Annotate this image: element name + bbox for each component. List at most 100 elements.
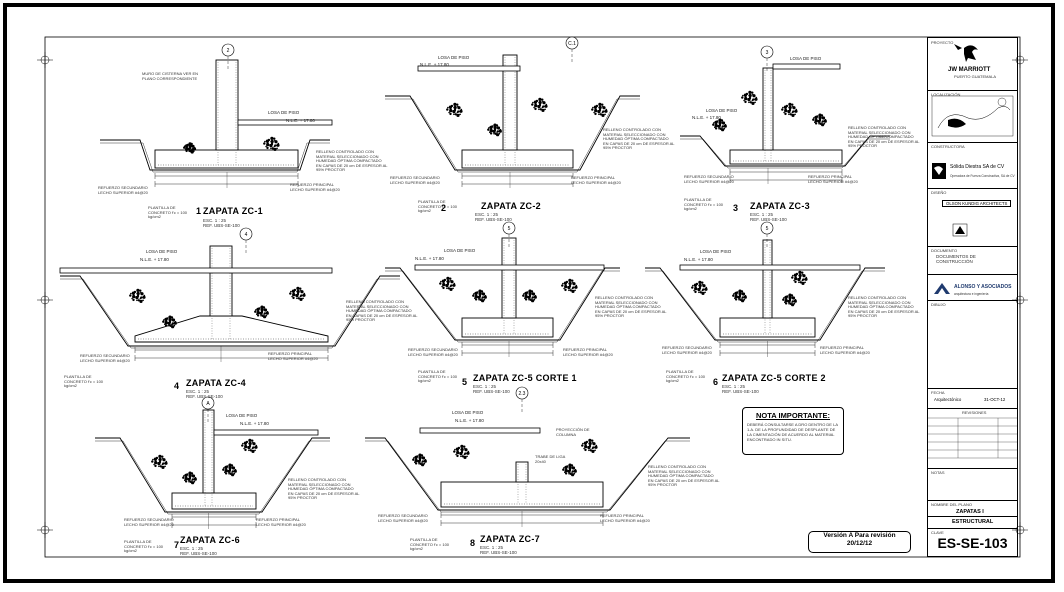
- gravel-mark: [538, 101, 540, 104]
- gravel-mark: [446, 280, 448, 283]
- gravel-mark: [289, 292, 292, 295]
- excavation-line-inner: [60, 278, 400, 349]
- gravel-mark: [494, 132, 497, 135]
- gravel-mark: [718, 127, 720, 130]
- grid-marker-label: 2: [227, 48, 230, 54]
- gravel-mark: [446, 276, 450, 280]
- gravel-mark: [489, 132, 493, 135]
- gravel-mark: [804, 281, 806, 284]
- gravel-mark: [187, 147, 191, 151]
- grid-marker-label: A: [206, 401, 210, 407]
- gravel-mark: [136, 292, 138, 295]
- gravel-mark: [537, 105, 541, 109]
- tb-row-label: CONSTRUCTORA: [931, 144, 965, 149]
- gravel-mark: [300, 294, 303, 297]
- losa-label: LOSA DE PISO: [146, 249, 178, 254]
- gravel-mark: [493, 132, 495, 135]
- gravel-mark: [784, 299, 788, 303]
- gravel-mark: [738, 298, 740, 301]
- gravel-mark: [457, 105, 459, 108]
- gravel-mark: [571, 466, 574, 469]
- gravel-mark: [224, 469, 228, 473]
- gravel-mark: [541, 98, 544, 101]
- ref-pri-note: REFUERZO PRINCIPAL LECHO SUPERIOR #4@20: [820, 345, 870, 355]
- north-arrow-icon: [997, 97, 1007, 107]
- gravel-mark: [795, 108, 798, 111]
- relleno-note: RELLENO CONTROLADO CON MATERIAL SELECCIO…: [648, 464, 720, 488]
- gravel-mark: [474, 291, 478, 295]
- gravel-mark: [788, 102, 792, 106]
- gravel-mark: [563, 467, 565, 469]
- gravel-mark: [528, 293, 530, 295]
- gravel-mark: [734, 291, 738, 295]
- floor-slab: [679, 264, 861, 271]
- gravel-mark: [174, 320, 177, 323]
- gravel-mark: [260, 314, 262, 317]
- gravel-mark: [492, 129, 496, 133]
- gravel-mark: [263, 142, 266, 145]
- gravel-mark: [534, 107, 537, 111]
- gravel-mark: [533, 298, 536, 301]
- gravel-mark: [276, 147, 278, 150]
- gravel-mark: [564, 465, 568, 469]
- column: [209, 245, 233, 317]
- gravel-mark: [135, 296, 139, 300]
- gravel-mark: [604, 109, 608, 113]
- gravel-mark: [527, 295, 531, 299]
- brand-sub: PUERTO GUATEMALA: [954, 74, 997, 79]
- gravel-mark: [594, 109, 598, 113]
- location-map: [931, 95, 1014, 137]
- outer-frame: [3, 3, 1055, 583]
- gravel-mark: [263, 312, 267, 315]
- excavation-line-inner: [680, 138, 890, 169]
- gravel-mark: [744, 100, 747, 104]
- tb-divider: [928, 528, 1017, 529]
- gravel-mark: [453, 450, 456, 453]
- column: [215, 59, 239, 151]
- relleno-note: RELLENO CONTROLADO CON MATERIAL SELECCIO…: [595, 295, 667, 319]
- gravel-mark: [741, 96, 744, 99]
- gravel-mark: [189, 150, 192, 153]
- trabe-note: TRABE DE LIGA 20x40: [535, 454, 566, 464]
- marriott-logo-icon: [954, 44, 978, 62]
- gravel-mark: [489, 125, 493, 129]
- gravel-mark: [459, 452, 463, 456]
- gravel-mark: [158, 465, 160, 468]
- gravel-mark: [137, 299, 140, 302]
- gravel-mark: [442, 283, 446, 287]
- gravel-mark: [602, 105, 604, 108]
- gravel-mark: [463, 445, 466, 448]
- gravel-mark: [533, 295, 537, 299]
- column: [515, 461, 529, 483]
- gravel-mark: [254, 445, 258, 449]
- gravel-mark: [532, 101, 534, 104]
- gravel-mark: [302, 293, 306, 297]
- gravel-mark: [744, 294, 747, 297]
- gravel-mark: [142, 295, 146, 299]
- gravel-mark: [162, 320, 165, 323]
- gravel-mark: [290, 290, 292, 293]
- excavation-line: [645, 267, 885, 341]
- gravel-mark: [599, 113, 602, 116]
- gravel-mark: [697, 288, 701, 292]
- floor-slab: [417, 65, 521, 72]
- gravel-mark: [446, 287, 448, 290]
- losa-label: LOSA DE PISO: [790, 56, 822, 61]
- gravel-mark: [455, 453, 457, 456]
- gravel-mark: [794, 280, 797, 284]
- gravel-mark: [130, 292, 132, 295]
- relleno-note: RELLENO CONTROLADO CON MATERIAL SELECCIO…: [288, 477, 360, 501]
- registration-marks: [37, 52, 1028, 538]
- gravel-mark: [805, 276, 808, 279]
- gravel-mark: [442, 286, 445, 290]
- gravel-mark: [575, 284, 578, 287]
- gravel-mark: [472, 294, 475, 297]
- gravel-mark: [751, 101, 755, 105]
- muro-note: MURO DE CISTERNA VER EN PLANO CORRESPOND…: [142, 71, 199, 81]
- gravel-mark: [252, 446, 255, 449]
- gravel-mark: [713, 122, 715, 124]
